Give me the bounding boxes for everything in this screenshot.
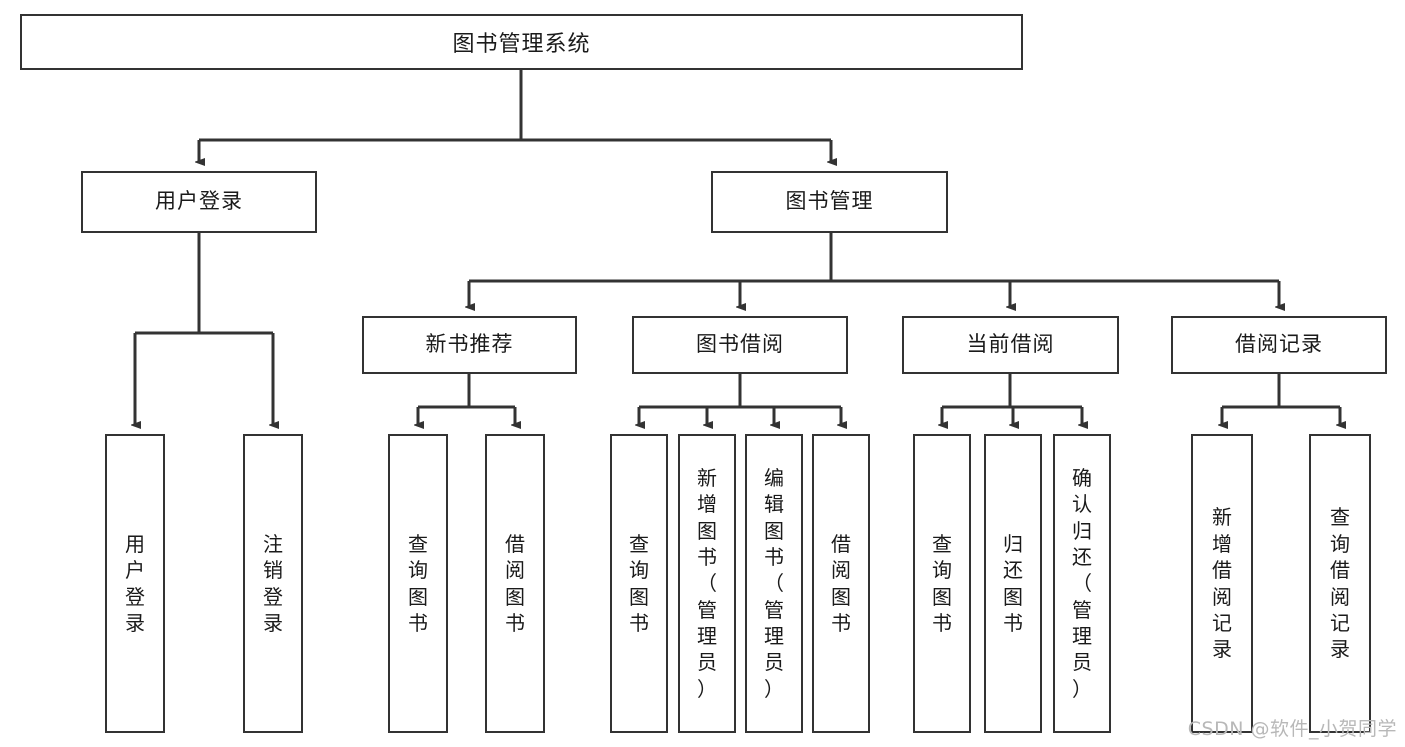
node-leaf-query-book-1[interactable]: 查 询 图 书 (388, 434, 448, 733)
node-label: 查 询 借 阅 记 录 (1330, 505, 1350, 662)
node-label: 查 询 图 书 (932, 531, 952, 635)
node-label: 图书管理 (785, 189, 874, 214)
node-label: 图书管理系统 (452, 32, 591, 57)
node-leaf-return-book[interactable]: 归 还 图 书 (984, 434, 1042, 733)
node-root[interactable]: 图书管理系统 (20, 14, 1023, 70)
node-leaf-add-borrow-record[interactable]: 新 增 借 阅 记 录 (1191, 434, 1253, 733)
node-label: 用户登录 (155, 189, 243, 214)
node-label: 确 认 归 还 （ 管 理 员 ） (1072, 465, 1092, 701)
node-current-borrow[interactable]: 当前借阅 (902, 316, 1119, 374)
node-leaf-borrow-book-1[interactable]: 借 阅 图 书 (485, 434, 545, 733)
node-label: 借 阅 图 书 (505, 531, 525, 635)
node-leaf-edit-book-admin[interactable]: 编 辑 图 书 （ 管 理 员 ） (745, 434, 803, 733)
node-label: 借阅记录 (1235, 332, 1323, 357)
node-user-login[interactable]: 用户登录 (81, 171, 317, 233)
node-book-borrow[interactable]: 图书借阅 (632, 316, 848, 374)
node-label: 编 辑 图 书 （ 管 理 员 ） (764, 465, 784, 701)
node-label: 查 询 图 书 (629, 531, 649, 635)
node-label: 新书推荐 (425, 332, 514, 357)
node-borrow-record[interactable]: 借阅记录 (1171, 316, 1387, 374)
node-leaf-query-borrow-record[interactable]: 查 询 借 阅 记 录 (1309, 434, 1371, 733)
node-leaf-confirm-return-admin[interactable]: 确 认 归 还 （ 管 理 员 ） (1053, 434, 1111, 733)
node-leaf-query-book-3[interactable]: 查 询 图 书 (913, 434, 971, 733)
node-label: 当前借阅 (966, 332, 1055, 357)
node-leaf-user-login[interactable]: 用 户 登 录 (105, 434, 165, 733)
node-label: 注 销 登 录 (263, 531, 283, 635)
node-label: 图书借阅 (696, 332, 784, 357)
csdn-watermark: CSDN @软件_小贺同学 (1187, 718, 1397, 740)
node-leaf-add-book-admin[interactable]: 新 增 图 书 （ 管 理 员 ） (678, 434, 736, 733)
node-label: 借 阅 图 书 (831, 531, 851, 635)
node-label: 新 增 图 书 （ 管 理 员 ） (697, 465, 717, 701)
node-leaf-query-book-2[interactable]: 查 询 图 书 (610, 434, 668, 733)
node-book-management[interactable]: 图书管理 (711, 171, 948, 233)
node-label: 新 增 借 阅 记 录 (1212, 505, 1232, 662)
node-label: 查 询 图 书 (408, 531, 428, 635)
node-leaf-borrow-book-2[interactable]: 借 阅 图 书 (812, 434, 870, 733)
node-label: 用 户 登 录 (125, 531, 145, 635)
node-leaf-logout-login[interactable]: 注 销 登 录 (243, 434, 303, 733)
node-label: 归 还 图 书 (1003, 531, 1023, 635)
node-new-book-recommend[interactable]: 新书推荐 (362, 316, 577, 374)
